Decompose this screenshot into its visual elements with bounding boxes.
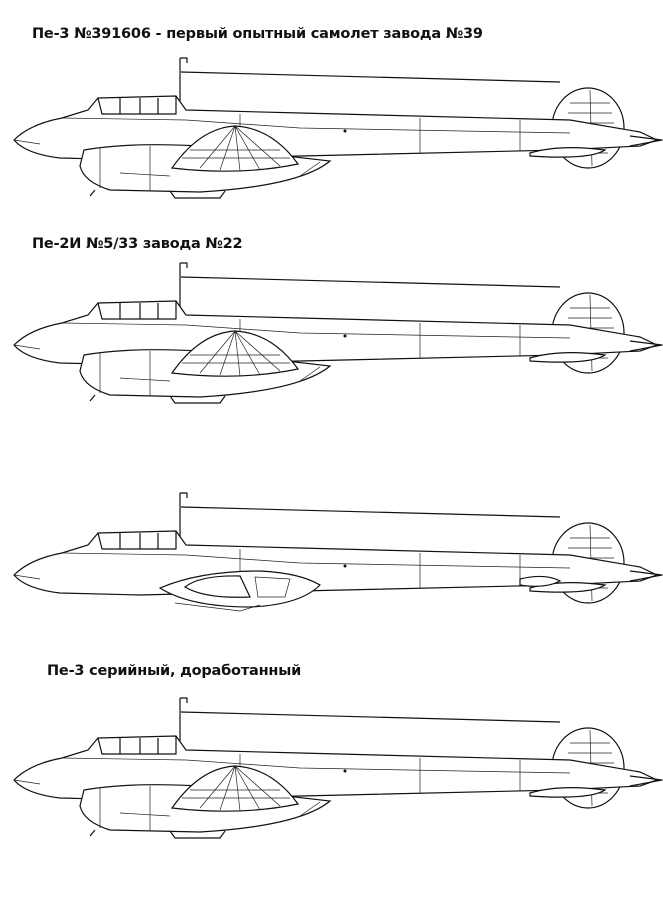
aircraft-drawing-pe2i-5-33 (13, 262, 663, 404)
caption-pe3-serial: Пе-3 серийный, доработанный (47, 663, 302, 679)
caption-pe3-391606: Пе-3 №391606 - первый опытный самолет за… (32, 26, 483, 42)
aircraft-drawing-pe3-serial (13, 697, 663, 839)
caption-pe2i-5-33: Пе-2И №5/33 завода №22 (32, 236, 243, 252)
aircraft-drawing-variant-3 (13, 492, 663, 612)
aircraft-drawing-pe3-391606 (13, 57, 663, 199)
